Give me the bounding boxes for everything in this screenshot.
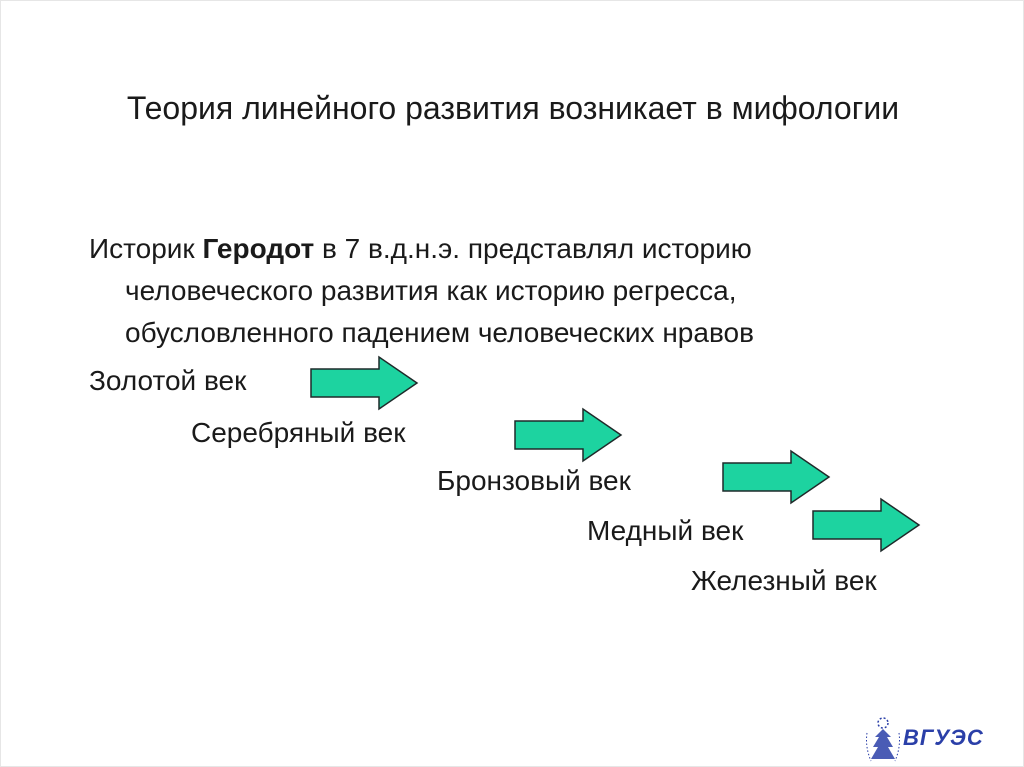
slide-title: Теория линейного развития возникает в ми… [126, 90, 900, 126]
arrow-right-icon [513, 407, 623, 463]
age-iron: Железный век [691, 565, 877, 596]
age-silver: Серебряный век [191, 417, 406, 448]
arrow-right-icon [721, 449, 831, 505]
university-logo: ВГУЭС [863, 713, 993, 765]
herodotus-name: Геродот [202, 233, 315, 264]
age-bronze: Бронзовый век [437, 465, 631, 496]
logo-text: ВГУЭС [903, 725, 984, 750]
paragraph-line-3: обусловленного падением человеческих нра… [125, 317, 754, 348]
paragraph-line-1-suffix: в 7 в.д.н.э. представлял историю [314, 233, 752, 264]
age-copper: Медный век [587, 515, 744, 546]
paragraph-line-2: человеческого развития как историю регре… [125, 275, 737, 306]
paragraph-line-1: Историк Геродот в 7 в.д.н.э. представлял… [89, 231, 752, 267]
seal-icon [866, 717, 900, 762]
paragraph-line-1-prefix: Историк [89, 233, 203, 264]
arrow-right-icon [811, 497, 921, 553]
age-golden: Золотой век [89, 365, 247, 396]
arrow-right-icon [309, 355, 419, 411]
